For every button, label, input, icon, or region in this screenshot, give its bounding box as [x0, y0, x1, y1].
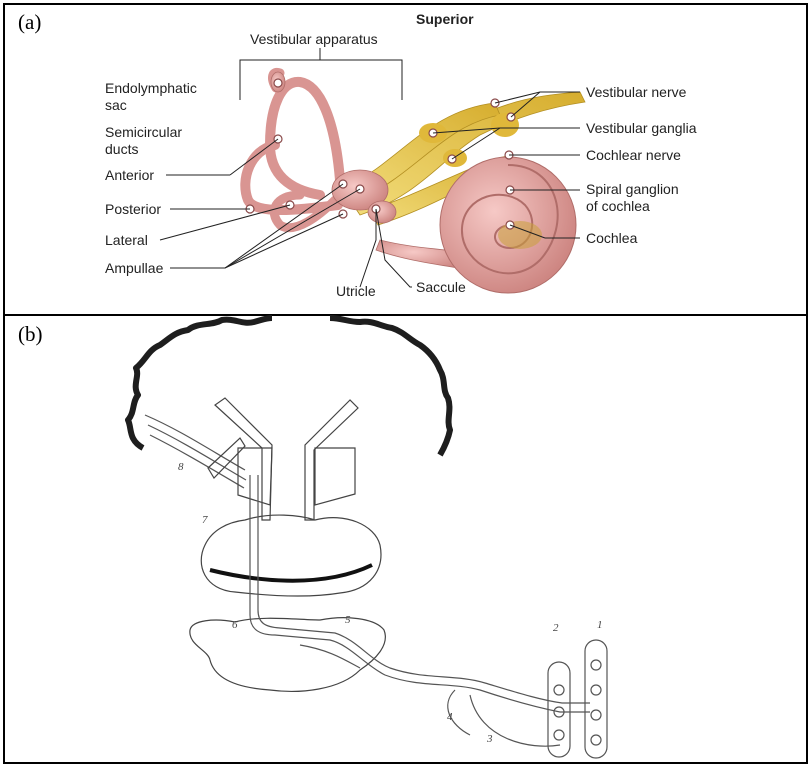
panel-divider — [3, 314, 808, 316]
spiral-ganglion-label-line2: of cochlea — [586, 198, 650, 214]
saccule-label: Saccule — [416, 279, 466, 295]
cochlea-label: Cochlea — [586, 230, 638, 246]
endolymphatic-label-line2: sac — [105, 97, 127, 113]
endolymphatic-label-line1: Endolymphatic — [105, 80, 197, 96]
spiral-ganglion-label-line1: Spiral ganglion — [586, 181, 679, 197]
anterior-label: Anterior — [105, 167, 154, 183]
posterior-label: Posterior — [105, 201, 161, 217]
semicircular-label-line1: Semicircular — [105, 124, 182, 140]
panel-b-label: (b) — [18, 322, 43, 347]
vestibular-nerve-label: Vestibular nerve — [586, 84, 687, 100]
cochlear-nerve-label: Cochlear nerve — [586, 147, 681, 163]
ampullae-label: Ampullae — [105, 260, 164, 276]
inner-ear-diagram: Superior Vestibular apparatus Endolympha… — [0, 0, 812, 314]
vestibular-apparatus-label: Vestibular apparatus — [250, 31, 378, 47]
superior-label: Superior — [416, 11, 474, 27]
utricle-label: Utricle — [336, 283, 376, 299]
semicircular-label-line2: ducts — [105, 141, 138, 157]
lateral-label: Lateral — [105, 232, 148, 248]
vestibular-ganglia-label: Vestibular ganglia — [586, 120, 697, 136]
